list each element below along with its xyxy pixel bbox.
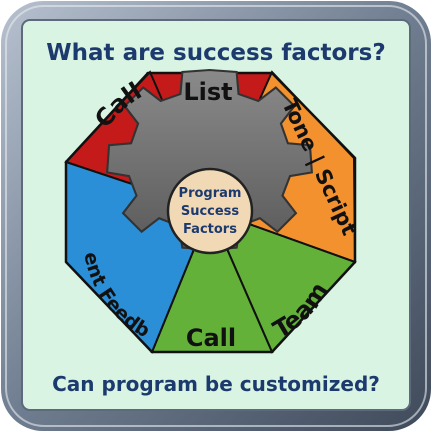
label-list: List: [183, 78, 232, 106]
header-question: What are success factors?: [46, 40, 385, 66]
center-hub: [166, 167, 254, 255]
center-line-2: Success: [181, 204, 240, 219]
center-line-1: Program: [179, 186, 242, 201]
octagon-outline: [64, 71, 357, 354]
footer-question: Can program be customized?: [52, 372, 380, 396]
label-call-bottom: Call: [186, 324, 236, 352]
center-line-3: Factors: [183, 222, 237, 237]
frame-highlight: [5, 5, 427, 427]
